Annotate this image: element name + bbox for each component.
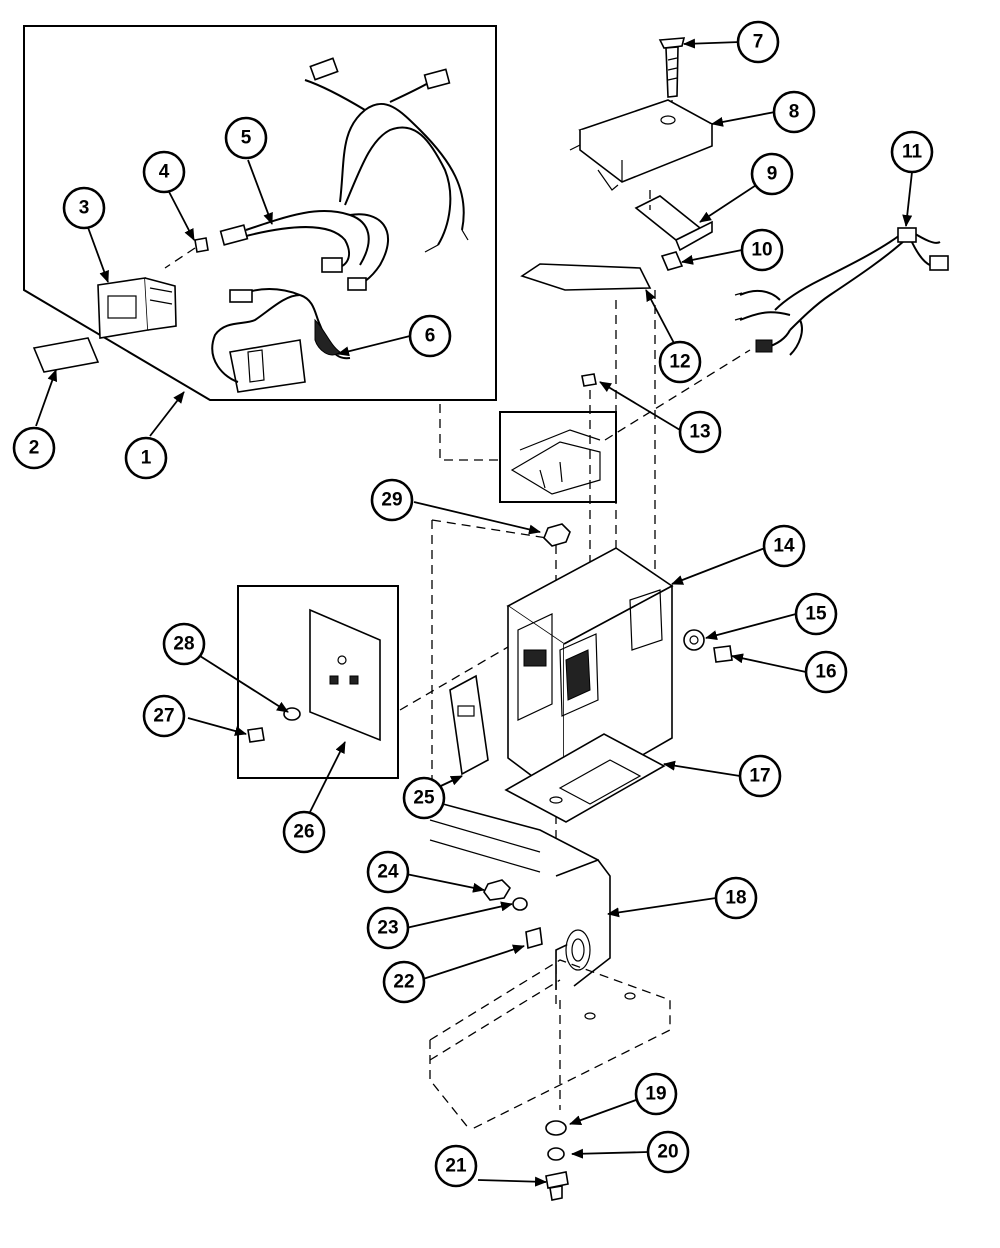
shield-plate-part-12: [520, 263, 652, 291]
callout-8: 8: [772, 90, 816, 134]
washer-part-19: [545, 1120, 567, 1136]
callout-19: 19: [634, 1072, 678, 1116]
callout-14-label: 14: [773, 536, 795, 557]
callout-leaders: [35, 38, 913, 1187]
flap-part-25: [449, 674, 489, 776]
callout-11: 11: [890, 130, 934, 174]
callout-13-label: 13: [689, 422, 710, 443]
callout-2: 2: [12, 426, 56, 470]
star-washer-part-15: [683, 629, 705, 651]
callout-19-label: 19: [645, 1084, 666, 1105]
control-module-part-6: [211, 288, 351, 393]
screw-part-4: [164, 237, 209, 269]
callout-3: 3: [62, 186, 106, 230]
washer-part-28: [283, 707, 301, 721]
callout-7: 7: [736, 20, 780, 64]
callout-3-label: 3: [79, 198, 90, 219]
callout-18: 18: [714, 876, 758, 920]
callout-21: 21: [434, 1144, 478, 1188]
callout-26-label: 26: [293, 822, 314, 843]
callout-16: 16: [804, 650, 848, 694]
callout-12-label: 12: [669, 352, 690, 373]
callout-27: 27: [142, 694, 186, 738]
base-frame: [429, 959, 671, 1131]
callout-9-label: 9: [767, 164, 778, 185]
callout-24-label: 24: [377, 862, 399, 883]
screw-part-16: [713, 645, 733, 663]
callout-25: 25: [402, 776, 446, 820]
callout-16-label: 16: [815, 662, 836, 683]
callout-5: 5: [224, 116, 268, 160]
callout-18-label: 18: [725, 888, 746, 909]
callout-22-label: 22: [393, 972, 414, 993]
mounting-bracket-part-18: [427, 799, 611, 990]
display-module-part: [97, 277, 177, 339]
nut-part-29: [543, 523, 571, 547]
callout-23-label: 23: [377, 918, 398, 939]
cover-plate-part-8: [569, 99, 714, 191]
kit-inset-panel: [23, 25, 497, 401]
callout-21-label: 21: [445, 1156, 467, 1177]
callout-17-label: 17: [749, 766, 770, 787]
callout-5-label: 5: [241, 128, 252, 149]
callout-12: 12: [658, 340, 702, 384]
callout-9: 9: [750, 152, 794, 196]
screw-part-27: [247, 727, 265, 743]
screw-part-13: [581, 373, 597, 640]
callout-15: 15: [794, 592, 838, 636]
callout-6: 6: [408, 314, 452, 358]
bracket-part-9: [634, 190, 713, 252]
panel-inset-part-26: [237, 585, 399, 779]
callout-4: 4: [142, 150, 186, 194]
callout-17: 17: [738, 754, 782, 798]
wire-harness-part-5: [219, 57, 469, 291]
washer-part-23: [512, 897, 528, 911]
callout-6-label: 6: [425, 326, 436, 347]
callout-27-label: 27: [153, 706, 174, 727]
callout-2-label: 2: [29, 438, 40, 459]
wire-harness-part-11: [734, 227, 949, 356]
inset-detail-box: [499, 411, 617, 503]
washer-part-20: [547, 1147, 565, 1161]
label-card-part: [32, 337, 100, 373]
callout-8-label: 8: [789, 102, 800, 123]
callout-10: 10: [740, 228, 784, 272]
callout-20-label: 20: [657, 1142, 678, 1163]
callout-22: 22: [382, 960, 426, 1004]
callout-15-label: 15: [805, 604, 827, 625]
callout-25-label: 25: [413, 788, 435, 809]
callout-10-label: 10: [751, 240, 772, 261]
callout-13: 13: [678, 410, 722, 454]
clip-part-10: [660, 251, 684, 271]
callout-29: 29: [370, 478, 414, 522]
callout-7-label: 7: [753, 32, 764, 53]
screw-part-22: [525, 926, 543, 950]
callout-23: 23: [366, 906, 410, 950]
callout-20: 20: [646, 1130, 690, 1174]
callout-24: 24: [366, 850, 410, 894]
callout-1: 1: [124, 436, 168, 480]
callout-14: 14: [762, 524, 806, 568]
callout-28-label: 28: [173, 634, 194, 655]
callout-29-label: 29: [381, 490, 402, 511]
callout-26: 26: [282, 810, 326, 854]
callout-11-label: 11: [902, 142, 923, 163]
callout-28: 28: [162, 622, 206, 666]
callout-4-label: 4: [159, 162, 170, 183]
screw-part-21: [545, 1171, 569, 1201]
callout-1-label: 1: [141, 448, 152, 469]
